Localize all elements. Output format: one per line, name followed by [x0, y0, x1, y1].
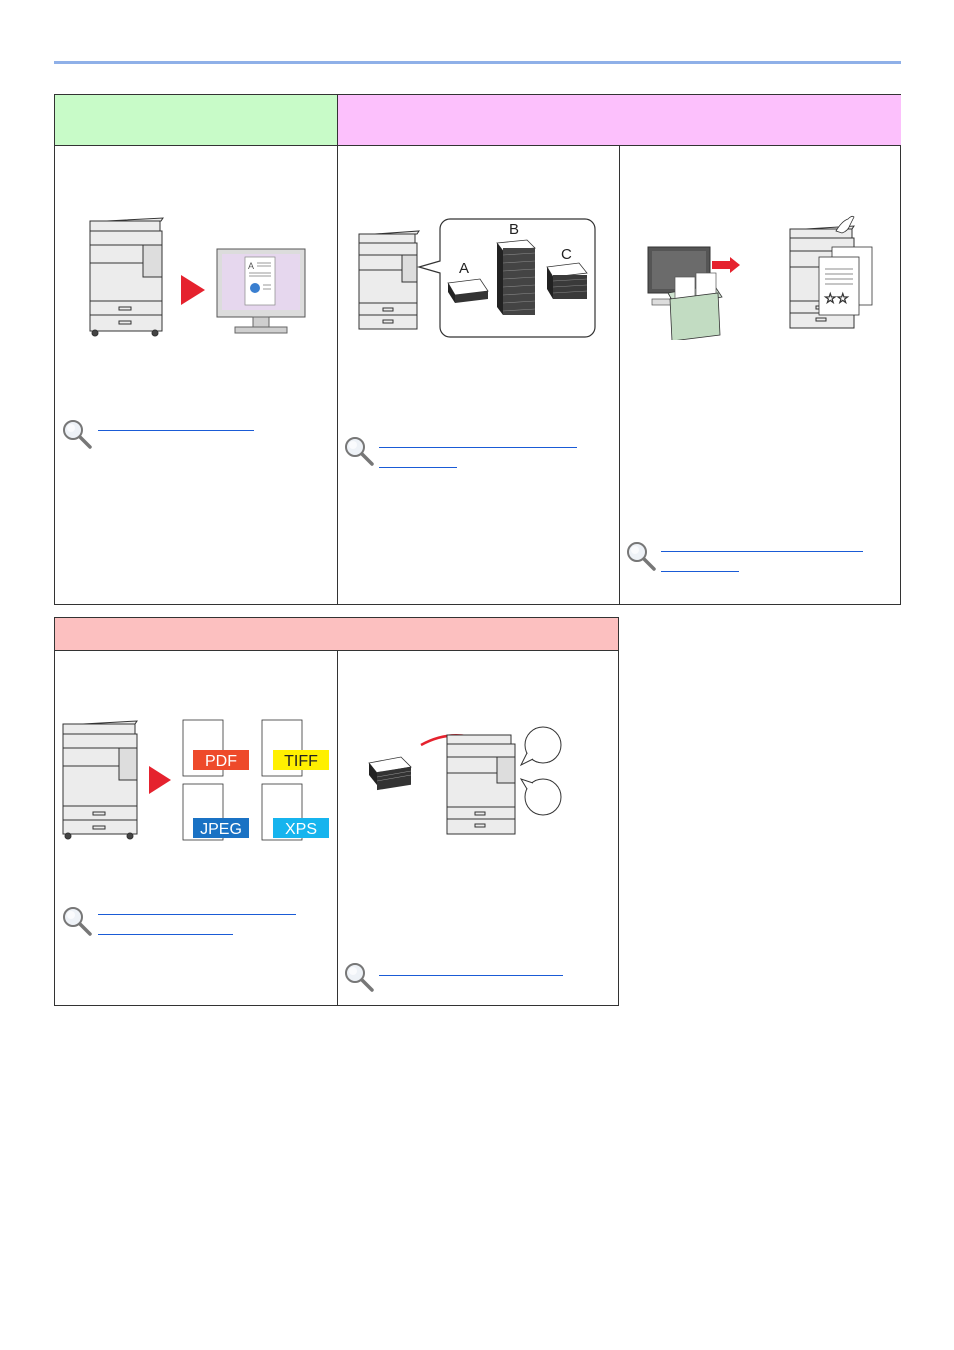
mfp-icon	[89, 217, 164, 337]
reference-link[interactable]	[379, 975, 563, 976]
red-arrow-icon	[181, 275, 205, 305]
paper-stack-icon	[368, 756, 412, 791]
header-cell-pink	[337, 95, 901, 146]
file-format-label: PDF	[205, 753, 237, 770]
magnifier-icon	[345, 437, 374, 466]
red-arrow-icon	[149, 766, 171, 794]
reference-link[interactable]	[98, 914, 296, 915]
jpeg-file-icon: JPEG	[182, 783, 249, 841]
scan-to-pc-illustration: A	[89, 217, 306, 337]
file-format-illustration: PDF TIFF JPEG XPS	[62, 719, 329, 841]
stack-label: C	[561, 246, 572, 263]
sort-illustration: A B C	[358, 218, 596, 338]
printed-pages-icon: ☆☆	[818, 246, 873, 316]
magnifier-icon	[63, 420, 92, 449]
document-feed-illustration	[368, 726, 562, 835]
reference-link[interactable]	[98, 934, 233, 935]
speech-bubble-icon	[519, 726, 562, 767]
reference-link[interactable]	[661, 571, 739, 572]
monitor-icon: A	[216, 248, 306, 334]
header-cell-green	[55, 95, 337, 146]
feature-table-top: A	[54, 94, 901, 605]
reference-link[interactable]	[98, 430, 254, 431]
header-cell-red	[55, 618, 618, 651]
magnifier-icon	[627, 542, 656, 571]
stack-b-icon	[496, 239, 536, 315]
column-divider	[337, 651, 338, 1005]
hand-icon	[835, 215, 855, 234]
red-arrow-icon	[712, 257, 740, 273]
mfp-icon	[358, 230, 420, 330]
file-format-label: XPS	[285, 821, 317, 838]
reference-link[interactable]	[379, 447, 577, 448]
svg-text:A: A	[248, 261, 254, 271]
top-rule	[54, 61, 901, 64]
xps-file-icon: XPS	[261, 783, 329, 841]
magnifier-icon	[345, 963, 374, 992]
mfp-icon	[62, 720, 138, 840]
file-format-label: TIFF	[284, 753, 318, 770]
stack-a-icon	[447, 278, 489, 303]
file-format-label: JPEG	[200, 821, 242, 838]
stack-label: B	[509, 221, 519, 238]
speech-bubble-icon	[519, 778, 562, 816]
document-box-icon	[667, 272, 723, 340]
tiff-file-icon: TIFF	[261, 719, 329, 777]
reference-link[interactable]	[379, 467, 457, 468]
magnifier-icon	[63, 907, 92, 936]
svg-text:☆☆: ☆☆	[824, 290, 849, 306]
column-divider	[337, 95, 338, 604]
stack-c-icon	[546, 262, 588, 299]
feature-table-bottom: PDF TIFF JPEG XPS	[54, 617, 619, 1006]
pdf-file-icon: PDF	[182, 719, 249, 777]
stack-label: A	[459, 260, 469, 277]
reference-link[interactable]	[661, 551, 863, 552]
column-divider	[619, 146, 620, 604]
mfp-icon	[446, 734, 516, 835]
